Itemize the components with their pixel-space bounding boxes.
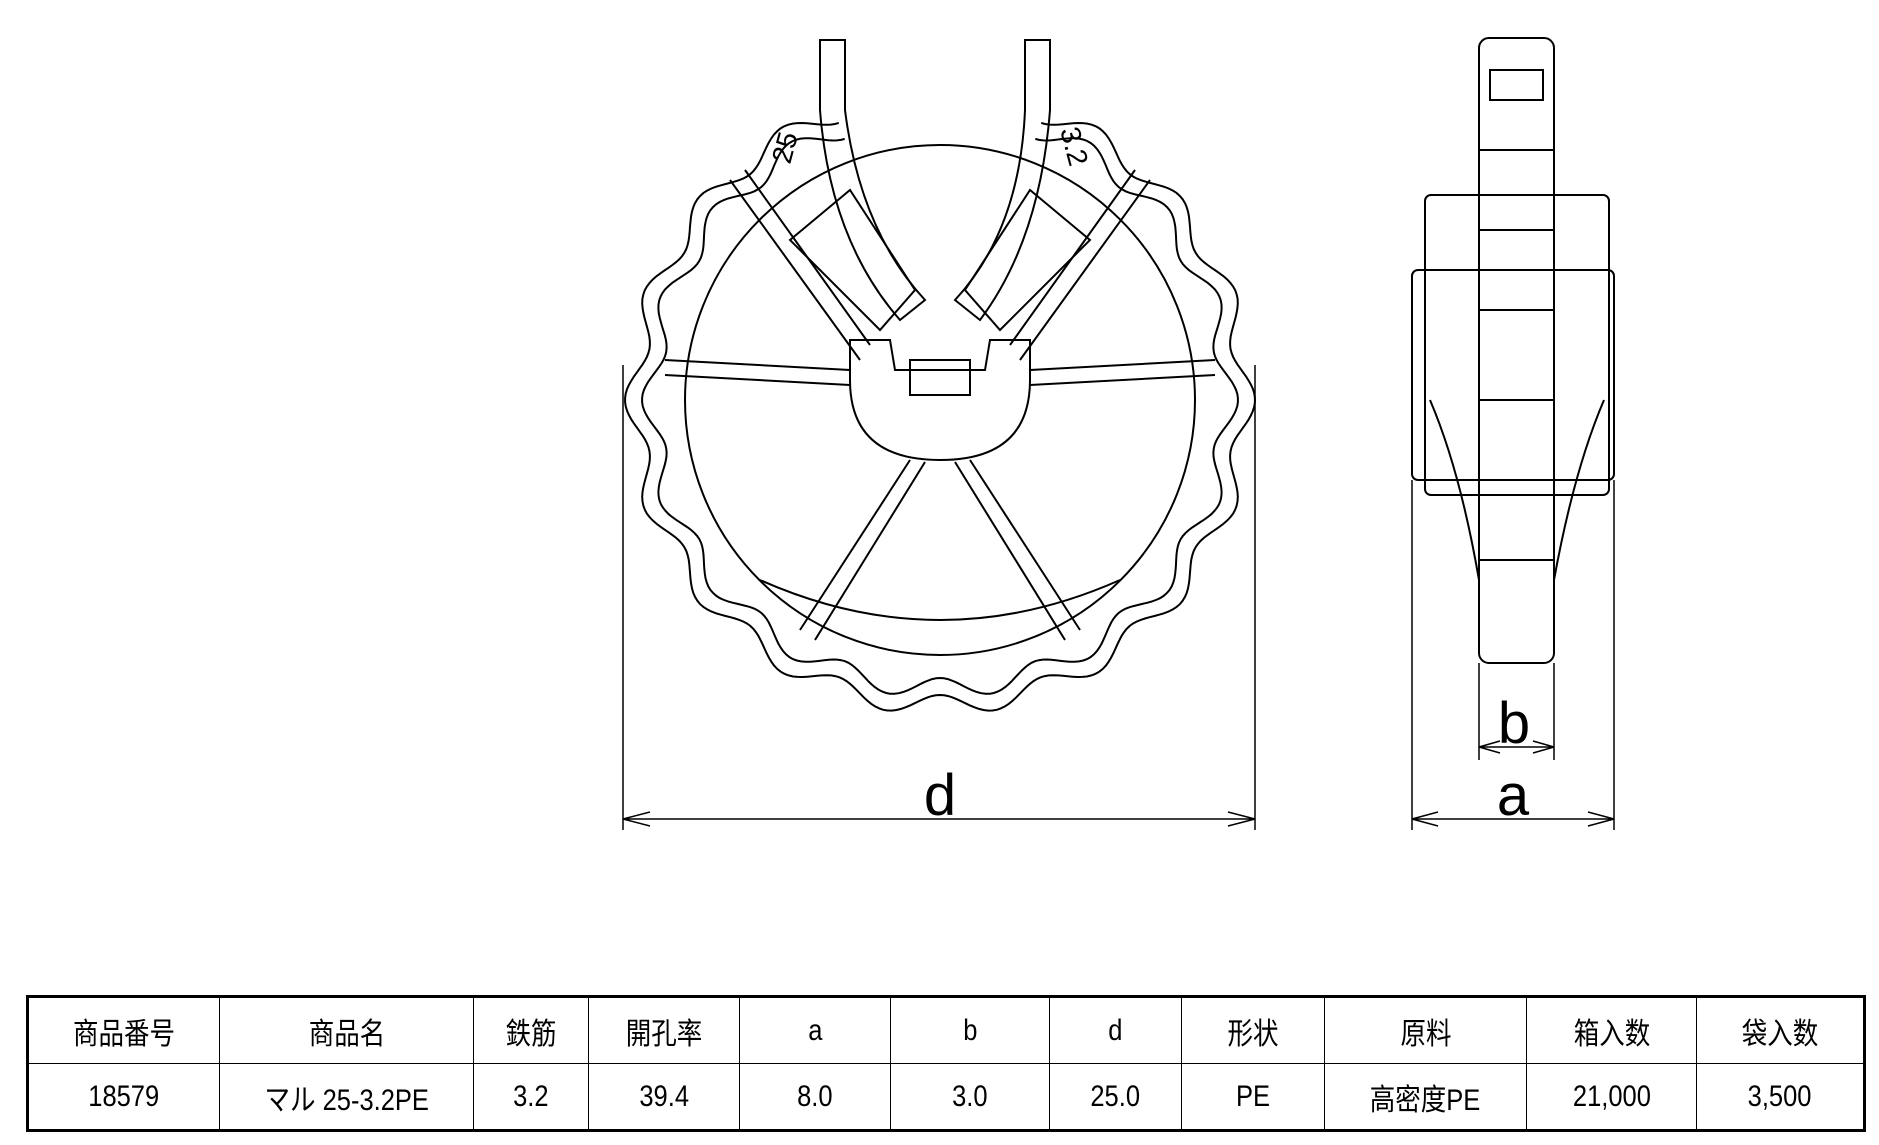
cell-box-qty: 21,000 — [1526, 1063, 1697, 1132]
header-cell: 商品名 — [219, 995, 474, 1064]
header-cell: a — [739, 995, 891, 1064]
header-cell: 箱入数 — [1526, 995, 1697, 1064]
table-row: 18579 マル 25-3.2PE 3.2 39.4 8.0 3.0 25.0 … — [26, 1063, 1866, 1132]
header-cell: 商品番号 — [26, 995, 220, 1064]
dimension-b — [1478, 663, 1555, 760]
side-body — [1478, 37, 1555, 664]
inner-scalloped-rim — [641, 137, 1239, 695]
spoke-right — [1029, 359, 1216, 386]
dimension-label-d: d — [924, 763, 956, 828]
front-mark-right: 3.2 — [1054, 124, 1094, 170]
spoke-upper-right — [1009, 169, 1151, 361]
right-arm — [953, 39, 1051, 322]
left-loop — [788, 188, 917, 332]
cell-b: 3.0 — [890, 1063, 1050, 1132]
header-cell: d — [1049, 995, 1182, 1064]
side-rib — [1424, 194, 1610, 496]
side-view — [1411, 37, 1615, 664]
cell-product-number: 18579 — [26, 1063, 220, 1132]
side-segments — [1479, 149, 1554, 561]
cell-open-ratio: 39.4 — [588, 1063, 740, 1132]
side-flange — [1411, 269, 1615, 481]
cell-bag-qty: 3,500 — [1696, 1063, 1866, 1132]
header-cell: 原料 — [1324, 995, 1527, 1064]
cell-product-name: マル 25-3.2PE — [219, 1063, 474, 1132]
front-mark-left: 25 — [766, 128, 804, 166]
front-view — [624, 39, 1256, 712]
dimension-label-b: b — [1498, 691, 1530, 756]
header-cell: 鉄筋 — [473, 995, 589, 1064]
cell-a: 8.0 — [739, 1063, 891, 1132]
side-tab — [1489, 69, 1544, 101]
left-arm — [819, 39, 927, 322]
lower-arc — [759, 579, 1121, 621]
header-cell: 開孔率 — [588, 995, 740, 1064]
center-hub — [849, 339, 1031, 462]
hub-slot — [909, 359, 971, 396]
header-cell: b — [890, 995, 1050, 1064]
header-cell: 袋入数 — [1696, 995, 1866, 1064]
inner-ring — [684, 144, 1196, 656]
dimension-label-a: a — [1497, 763, 1530, 828]
cell-rebar: 3.2 — [473, 1063, 589, 1132]
cell-d: 25.0 — [1049, 1063, 1182, 1132]
dimension-d — [622, 365, 1256, 830]
outer-scalloped-rim — [624, 121, 1256, 712]
right-loop — [963, 188, 1092, 332]
dimension-lines — [622, 365, 1615, 830]
side-taper — [1429, 399, 1605, 581]
technical-drawing: 25 3.2 d a b — [622, 37, 1615, 830]
header-cell: 形状 — [1181, 995, 1325, 1064]
spoke-left — [664, 359, 851, 386]
dimension-a — [1411, 480, 1615, 830]
table-header-row: 商品番号 商品名 鉄筋 開孔率 a b d 形状 原料 箱入数 袋入数 — [26, 995, 1866, 1064]
cell-material: 高密度PE — [1324, 1063, 1527, 1132]
spoke-upper-left — [729, 169, 871, 361]
spec-table: 商品番号 商品名 鉄筋 開孔率 a b d 形状 原料 箱入数 袋入数 1857… — [26, 995, 1866, 1132]
cell-shape: PE — [1181, 1063, 1325, 1132]
